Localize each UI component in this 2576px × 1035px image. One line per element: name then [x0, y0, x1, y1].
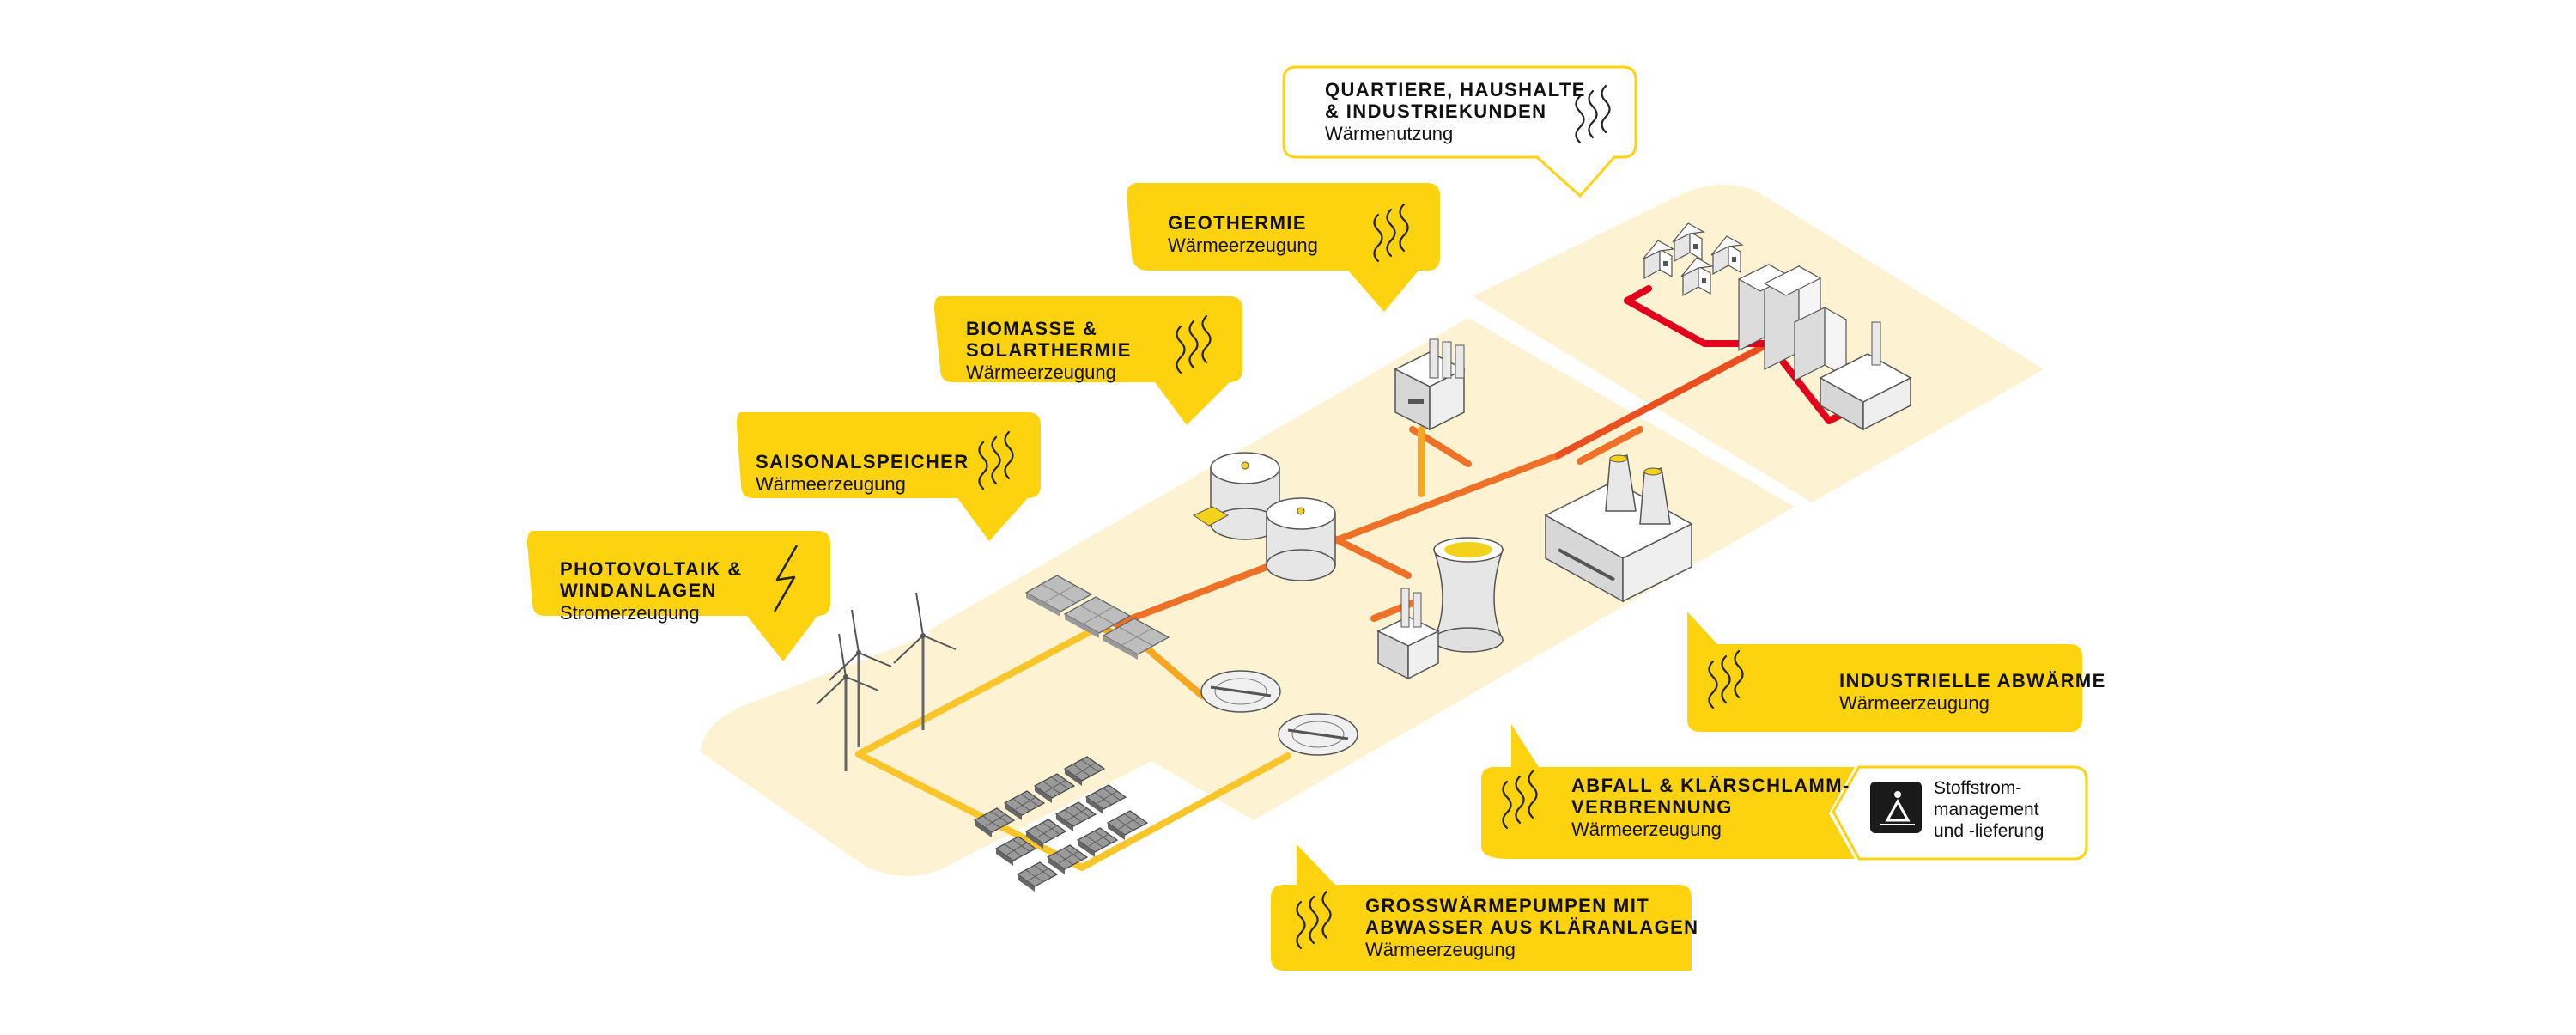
callout-geothermie: GEOTHERMIE Wärmeerzeugung: [1168, 212, 1318, 257]
callout-title: GEOTHERMIE: [1168, 212, 1307, 234]
yellow-pipe: [855, 751, 1291, 871]
callout-industrie: INDUSTRIELLE ABWÄRME Wärmeerzeugung: [1839, 670, 2106, 715]
incineration-plant: [1376, 537, 1504, 680]
callout-title: SAISONALSPEICHER: [756, 451, 969, 472]
callout-subtitle: Wärmeerzeugung: [966, 362, 1116, 383]
biomass-plant: [1394, 338, 1466, 431]
callout-title: PHOTOVOLTAIK & WINDANLAGEN: [560, 558, 743, 601]
callout-subtitle: Stromerzeugung: [560, 602, 700, 624]
callout-abfall: ABFALL & KLÄRSCHLAMM- VERBRENNUNG Wärmee…: [1571, 775, 1850, 841]
industrial-customer: [1819, 321, 1912, 431]
callout-subtitle: Wärmenutzung: [1325, 123, 1454, 144]
callout-subtitle: Wärmeerzeugung: [1571, 819, 1722, 840]
callout-quartiere: QUARTIERE, HAUSHALTE & INDUSTRIEKUNDEN W…: [1325, 79, 1586, 145]
callout-waermepumpen: GROSSWÄRMEPUMPEN MIT ABWASSER AUS KLÄRAN…: [1365, 895, 1698, 961]
callout-photovoltaik: PHOTOVOLTAIK & WINDANLAGEN Stromerzeugun…: [560, 558, 743, 624]
callout-title: BIOMASSE & SOLARTHERMIE: [966, 318, 1132, 361]
callout-title: INDUSTRIELLE ABWÄRME: [1839, 670, 2106, 691]
callout-subtitle: Wärmeerzeugung: [1168, 234, 1318, 256]
stoffstrom-label: Stoffstrom- management und -lieferung: [1934, 778, 2044, 841]
callout-title: GROSSWÄRMEPUMPEN MIT ABWASSER AUS KLÄRAN…: [1365, 895, 1699, 938]
lightning-icon: [773, 545, 799, 612]
wastewater-clarifiers: [1200, 670, 1358, 756]
callout-title: QUARTIERE, HAUSHALTE & INDUSTRIEKUNDEN: [1325, 79, 1586, 122]
seasonal-storage-tanks: [1192, 452, 1336, 581]
callout-subtitle: Wärmeerzeugung: [1839, 692, 1990, 714]
callout-subtitle: Wärmeerzeugung: [756, 473, 906, 495]
orange-pipe: [1555, 340, 1772, 459]
callout-title: ABFALL & KLÄRSCHLAMM- VERBRENNUNG: [1571, 775, 1850, 818]
apartment-blocks: [1737, 263, 1847, 381]
yellow-pipe: [855, 624, 1103, 758]
industrial-factory: [1544, 454, 1693, 603]
callout-subtitle: Wärmeerzeugung: [1365, 939, 1516, 960]
callout-shapes: [527, 65, 2088, 971]
recycling-icon: [1870, 782, 1922, 833]
callout-biomasse: BIOMASSE & SOLARTHERMIE Wärmeerzeugung: [966, 318, 1132, 384]
callout-saisonal: SAISONALSPEICHER Wärmeerzeugung: [756, 451, 969, 496]
